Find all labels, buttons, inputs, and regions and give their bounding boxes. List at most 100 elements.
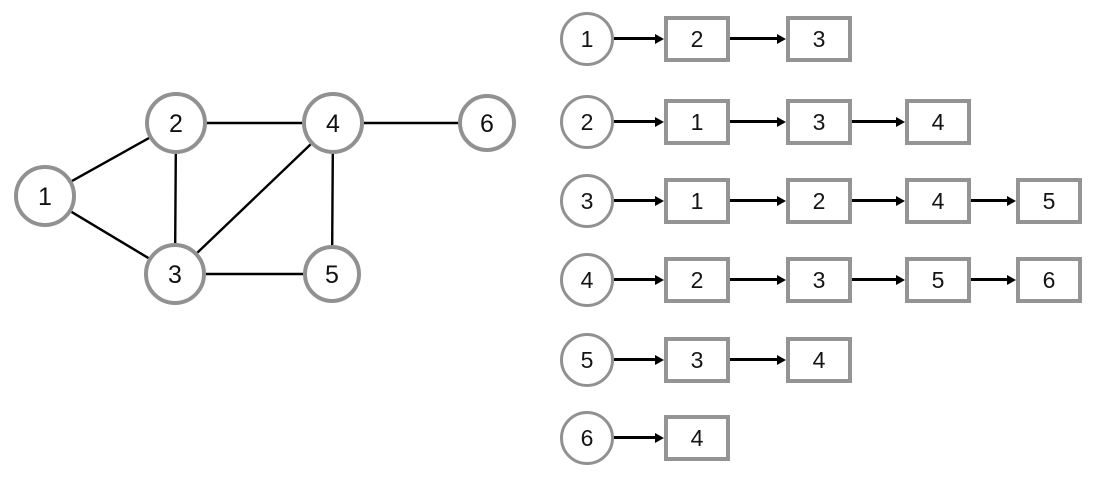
- arrow-head: [655, 34, 664, 44]
- graph-edge-1-3: [70, 210, 150, 260]
- adjacency-row: 2 1 3 4: [550, 95, 1118, 153]
- arrow-icon: [614, 196, 664, 206]
- graph-node-1[interactable]: 1: [14, 165, 76, 227]
- arrow-icon: [971, 196, 1016, 206]
- arrow-head: [777, 117, 786, 127]
- adjacency-cell[interactable]: 1: [664, 178, 730, 224]
- arrow-shaft: [614, 120, 656, 123]
- graph-svg: 1 2 3 4 5 6: [14, 92, 516, 305]
- arrow-icon: [730, 117, 786, 127]
- adjacency-cell[interactable]: 4: [905, 99, 971, 145]
- graph-node-label: 1: [38, 183, 52, 211]
- arrow-head: [655, 355, 664, 365]
- arrow-icon: [971, 275, 1016, 285]
- graph-node-label: 2: [169, 110, 183, 138]
- adjacency-cell[interactable]: 2: [786, 178, 852, 224]
- adjacency-cell[interactable]: 5: [1016, 178, 1082, 224]
- graph-node-circle: [14, 165, 76, 227]
- adjacency-head-node[interactable]: 5: [560, 333, 614, 387]
- graph-edge-3-4: [196, 143, 312, 254]
- graph-node-circle: [303, 245, 361, 303]
- graph-node-4[interactable]: 4: [302, 92, 364, 154]
- arrow-shaft: [614, 278, 656, 281]
- arrow-icon: [614, 275, 664, 285]
- graph-node-2[interactable]: 2: [145, 92, 207, 154]
- arrow-shaft: [614, 358, 656, 361]
- graph-edge-4-5: [330, 153, 334, 246]
- graph-node-circle: [144, 243, 206, 305]
- adjacency-head-node[interactable]: 4: [560, 253, 614, 307]
- arrow-shaft: [730, 199, 778, 202]
- arrow-icon: [614, 34, 664, 44]
- arrow-head: [655, 275, 664, 285]
- adjacency-cell[interactable]: 5: [905, 257, 971, 303]
- arrow-icon: [730, 275, 786, 285]
- graph-node-label: 4: [326, 110, 340, 138]
- arrow-shaft: [971, 199, 1008, 202]
- arrow-icon: [730, 34, 786, 44]
- adjacency-cell[interactable]: 3: [786, 16, 852, 62]
- adjacency-cell[interactable]: 3: [786, 257, 852, 303]
- arrow-shaft: [852, 199, 897, 202]
- arrow-head: [777, 34, 786, 44]
- adjacency-cell[interactable]: 3: [664, 337, 730, 383]
- arrow-shaft: [730, 37, 778, 40]
- adjacency-cell[interactable]: 4: [786, 337, 852, 383]
- graph-node-circle: [458, 94, 516, 152]
- graph-edges: [70, 121, 458, 276]
- arrow-icon: [614, 433, 664, 443]
- graph-node-circle: [302, 92, 364, 154]
- adjacency-cell[interactable]: 6: [1016, 257, 1082, 303]
- arrow-head: [655, 117, 664, 127]
- arrow-icon: [614, 117, 664, 127]
- adjacency-head-node[interactable]: 3: [560, 174, 614, 228]
- arrow-icon: [730, 355, 786, 365]
- arrow-head: [655, 196, 664, 206]
- adjacency-head-node[interactable]: 6: [560, 411, 614, 465]
- arrow-shaft: [730, 278, 778, 281]
- adjacency-head-node[interactable]: 2: [560, 95, 614, 149]
- adjacency-row: 5 3 4: [550, 333, 1118, 391]
- graph-edge-2-3: [174, 153, 177, 244]
- adjacency-cell[interactable]: 4: [664, 415, 730, 461]
- arrow-icon: [852, 196, 905, 206]
- graph-diagram: 1 2 3 4 5 6: [0, 0, 550, 500]
- adjacency-cell[interactable]: 1: [664, 99, 730, 145]
- graph-node-3[interactable]: 3: [144, 243, 206, 305]
- adjacency-cell[interactable]: 2: [664, 257, 730, 303]
- arrow-head: [896, 196, 905, 206]
- arrow-head: [777, 275, 786, 285]
- arrow-shaft: [614, 37, 656, 40]
- arrow-icon: [852, 117, 905, 127]
- arrow-shaft: [971, 278, 1008, 281]
- graph-node-label: 5: [325, 261, 339, 289]
- graph-node-5[interactable]: 5: [303, 245, 361, 303]
- graph-nodes: 1 2 3 4 5 6: [14, 92, 516, 305]
- graph-node-6[interactable]: 6: [458, 94, 516, 152]
- arrow-shaft: [730, 120, 778, 123]
- arrow-head: [896, 117, 905, 127]
- adjacency-cell[interactable]: 2: [664, 16, 730, 62]
- adjacency-head-node[interactable]: 1: [560, 12, 614, 66]
- arrow-shaft: [852, 120, 897, 123]
- arrow-head: [777, 196, 786, 206]
- graph-node-circle: [145, 92, 207, 154]
- arrow-shaft: [614, 199, 656, 202]
- adjacency-cell[interactable]: 4: [905, 178, 971, 224]
- arrow-head: [1007, 275, 1016, 285]
- arrow-icon: [614, 355, 664, 365]
- arrow-shaft: [730, 358, 778, 361]
- adjacency-row: 1 2 3: [550, 12, 1118, 70]
- adjacency-cell[interactable]: 3: [786, 99, 852, 145]
- arrow-head: [896, 275, 905, 285]
- arrow-shaft: [852, 278, 897, 281]
- arrow-shaft: [614, 436, 656, 439]
- arrow-icon: [730, 196, 786, 206]
- graph-node-label: 3: [168, 261, 182, 289]
- arrow-icon: [852, 275, 905, 285]
